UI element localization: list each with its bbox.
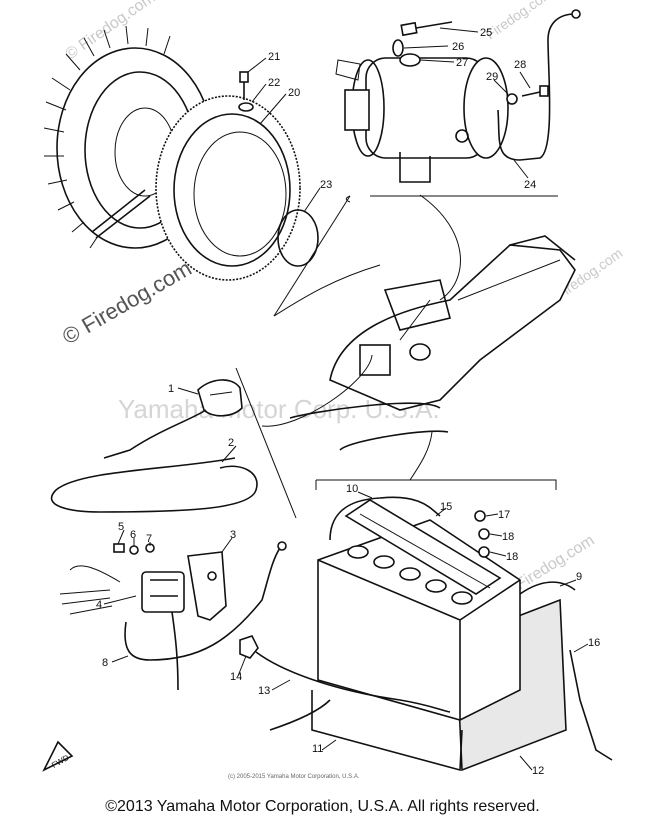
callout-9: 9	[576, 571, 582, 583]
callout-11: 11	[312, 743, 323, 755]
callout-18-upper: 18	[502, 531, 514, 543]
callout-14: 14	[230, 671, 242, 683]
fine-print: (c) 2005-2015 Yamaha Motor Corporation, …	[228, 774, 360, 780]
bracket-line-bottom	[316, 479, 557, 490]
callout-25: 25	[480, 27, 492, 39]
watermark-right: Firedog.com	[513, 532, 597, 594]
callout-28: 28	[514, 59, 526, 71]
callout-3: 3	[230, 529, 236, 541]
forward-arrow-icon: FWD	[42, 740, 74, 772]
washer-27	[399, 53, 421, 67]
leader-lines	[103, 27, 589, 771]
callout-29: 29	[486, 71, 498, 83]
washer-6	[129, 545, 139, 555]
bolt-28	[521, 85, 549, 97]
snowmobile	[289, 235, 576, 451]
callout-17: 17	[498, 509, 510, 521]
callout-1: 1	[168, 383, 174, 395]
callout-2: 2	[228, 437, 234, 449]
watermark-top-right: Firedog.com	[483, 0, 556, 42]
battery-strap	[344, 499, 502, 595]
bracket-line-mid	[235, 367, 297, 519]
battery-cable-13	[255, 651, 451, 713]
key-switch-wire	[103, 409, 207, 459]
washer-26	[392, 39, 404, 57]
bolt-14	[239, 635, 259, 659]
callout-8: 8	[102, 657, 108, 669]
callout-12: 12	[532, 765, 544, 777]
bolt-5	[113, 543, 125, 553]
callout-6: 6	[130, 529, 136, 541]
washer-18a	[478, 528, 490, 540]
copyright-footer: ©2013 Yamaha Motor Corporation, U.S.A. A…	[105, 798, 540, 815]
callout-23: 23	[320, 179, 332, 191]
bracket-line-left	[273, 195, 351, 317]
callout-10: 10	[346, 483, 358, 495]
callout-5: 5	[118, 521, 124, 533]
callout-26: 26	[452, 41, 464, 53]
callout-24: 24	[524, 179, 536, 191]
callout-4: 4	[96, 599, 102, 611]
callout-22: 22	[268, 77, 280, 89]
watermark-left: © Firedog.com	[58, 255, 196, 349]
relay-wires	[59, 565, 121, 615]
nut-17	[474, 510, 486, 522]
wire-harness	[50, 457, 258, 513]
key-switch	[197, 379, 243, 417]
relay-cable	[124, 547, 281, 661]
callout-16: 16	[588, 637, 600, 649]
ring-gear	[155, 95, 301, 281]
callout-15: 15	[440, 501, 452, 513]
starter-relay	[141, 551, 227, 691]
rod-16	[569, 649, 613, 761]
callout-18-lower: 18	[506, 551, 518, 563]
starter-motor	[335, 57, 509, 183]
washer-18b	[478, 546, 490, 558]
battery-bracket	[329, 496, 441, 541]
callout-20: 20	[288, 87, 300, 99]
o-ring	[277, 209, 319, 267]
callout-27: 27	[456, 57, 468, 69]
washer-22	[238, 102, 254, 112]
nut-29	[506, 93, 518, 105]
callout-7: 7	[146, 533, 152, 545]
battery-cable-9	[519, 581, 576, 595]
starter-cable	[497, 13, 576, 161]
callout-21: 21	[268, 51, 280, 63]
diagram-canvas: © Firedog.com © Firedog.com Firedog.com …	[42, 0, 625, 780]
callout-13: 13	[258, 685, 270, 697]
bolt-25	[400, 21, 453, 37]
bolt-21	[239, 71, 249, 100]
